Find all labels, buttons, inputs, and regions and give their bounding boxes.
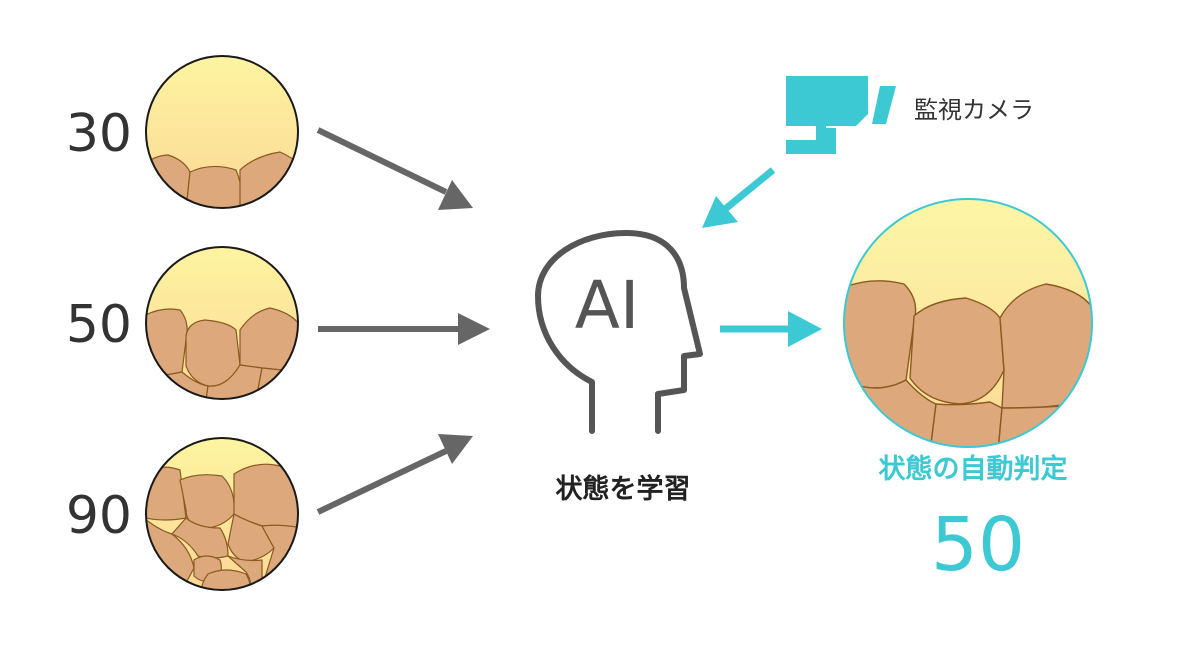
camera-label: 監視カメラ <box>914 96 1034 124</box>
result-caption: 状態の自動判定 <box>879 453 1068 485</box>
ai-head: AI 状態を学習 <box>535 230 703 505</box>
cell-circle-90 <box>145 437 299 591</box>
sample-30: 30 <box>66 55 299 209</box>
camera-arrow <box>702 167 776 228</box>
sample-50: 50 <box>66 246 299 400</box>
cell-circle-50 <box>145 246 299 400</box>
result-cell-cluster <box>844 280 1092 447</box>
ai-head-icon <box>535 230 703 434</box>
arrow-30-to-ai <box>316 127 473 210</box>
ai-head-text: AI <box>575 267 640 344</box>
sample-90: 90 <box>66 437 299 591</box>
result-value: 50 <box>931 502 1025 588</box>
arrow-90-to-ai <box>316 434 473 515</box>
sample-label-30: 30 <box>66 104 132 164</box>
cell-circle-30 <box>145 55 299 209</box>
surveillance-camera-icon <box>786 76 896 154</box>
result-circle <box>843 198 1093 448</box>
arrow-50-to-ai <box>318 313 490 345</box>
sample-label-50: 50 <box>66 295 132 355</box>
input-arrows <box>316 127 490 515</box>
ai-caption: 状態を学習 <box>556 473 691 505</box>
sample-label-90: 90 <box>66 486 132 546</box>
camera: 監視カメラ <box>786 76 1034 154</box>
result-arrow <box>720 311 822 347</box>
